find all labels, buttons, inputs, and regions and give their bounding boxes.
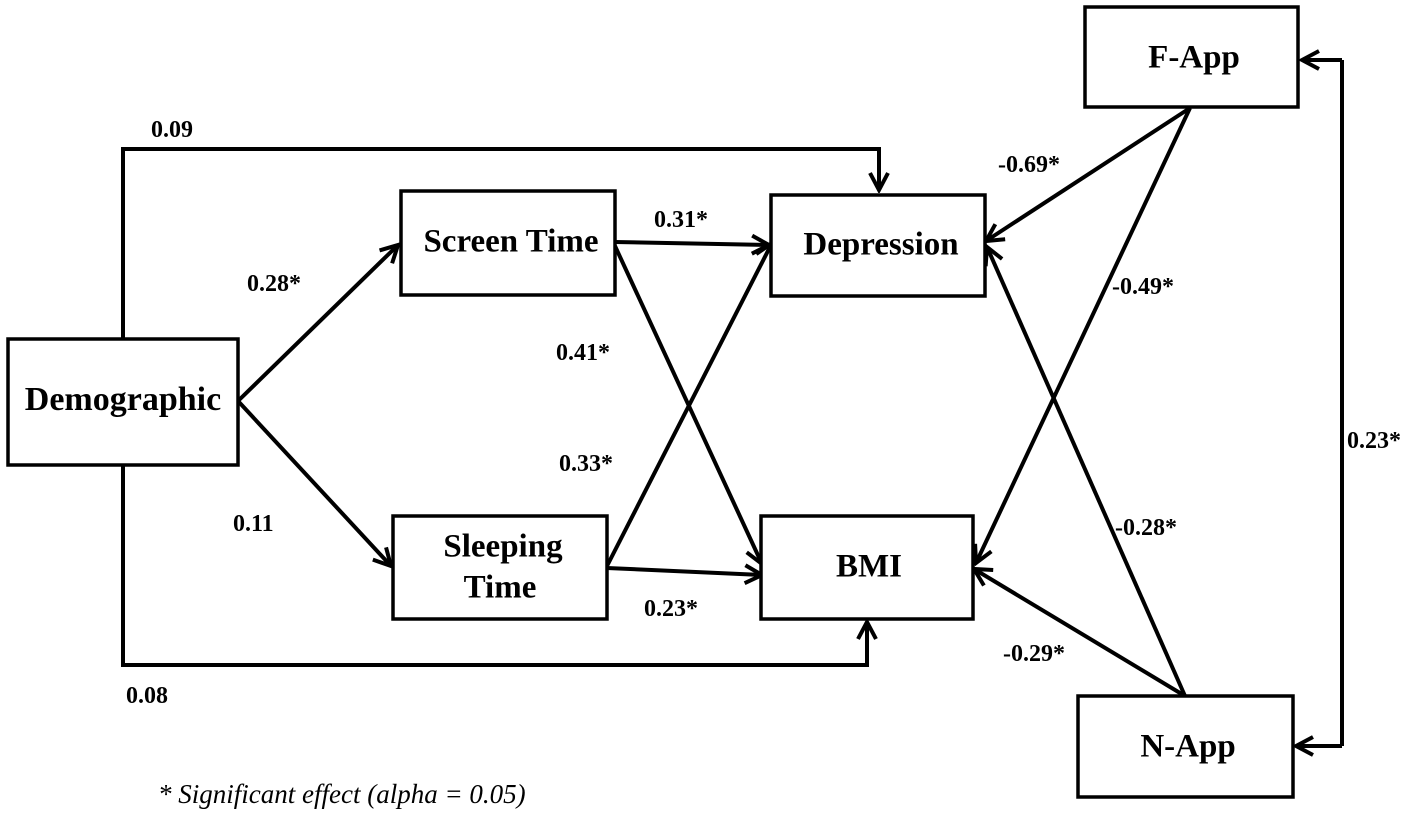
node-sleeping-time: Sleeping Time [391,514,609,621]
node-f-app: F-App [1083,5,1300,109]
edge-demographic-to-depression [121,147,879,338]
edge-n-app-to-bmi [974,569,1187,698]
node-depression-label: Depression [803,227,958,263]
coef-demographic-to-sleeping-time: 0.11 [233,511,274,537]
coef-sleeping-time-to-depression: 0.33* [559,451,613,477]
node-sleeping-time-label-line2: Time [464,570,537,606]
node-f-app-label: F-App [1148,40,1240,76]
coef-f-app-to-bmi: -0.49* [1112,274,1174,300]
node-sleeping-time-label-line1: Sleeping [443,529,563,565]
node-n-app-label: N-App [1140,729,1235,765]
node-n-app: N-App [1076,694,1295,799]
node-bmi: BMI [759,514,975,621]
edge-demographic-to-bmi [121,465,867,667]
coef-screen-time-to-depression: 0.31* [654,207,708,233]
coef-f-app-to-depression: -0.69* [998,152,1060,178]
node-bmi-label: BMI [836,549,902,585]
node-demographic: Demographic [6,337,240,467]
coef-n-app-to-bmi: -0.29* [1003,641,1065,667]
edge-sleeping-time-to-depression [605,243,772,567]
edge-screen-time-to-depression [614,242,769,245]
coef-f-app-n-app-covariance: 0.23* [1347,428,1401,454]
node-depression: Depression [769,193,987,298]
coef-n-app-to-depression: -0.28* [1115,515,1177,541]
edge-f-app-to-depression [986,106,1192,241]
node-demographic-label: Demographic [25,381,221,418]
coef-demographic-to-depression: 0.09 [151,117,193,143]
edge-demographic-to-sleeping-time [236,399,391,566]
node-screen-time-label: Screen Time [423,224,598,260]
edge-n-app-to-depression [987,247,1187,697]
coef-screen-time-to-bmi: 0.41* [556,340,610,366]
edge-demographic-to-screen-time [236,245,398,403]
edge-sleeping-time-to-bmi [606,568,762,575]
edge-f-app-to-bmi [976,107,1192,563]
coef-sleeping-time-to-bmi: 0.23* [644,596,698,622]
coef-demographic-to-screen-time: 0.28* [247,271,301,297]
significance-footnote: * Significant effect (alpha = 0.05) [158,779,526,809]
coef-demographic-to-bmi: 0.08 [126,683,168,709]
node-screen-time: Screen Time [399,189,617,297]
